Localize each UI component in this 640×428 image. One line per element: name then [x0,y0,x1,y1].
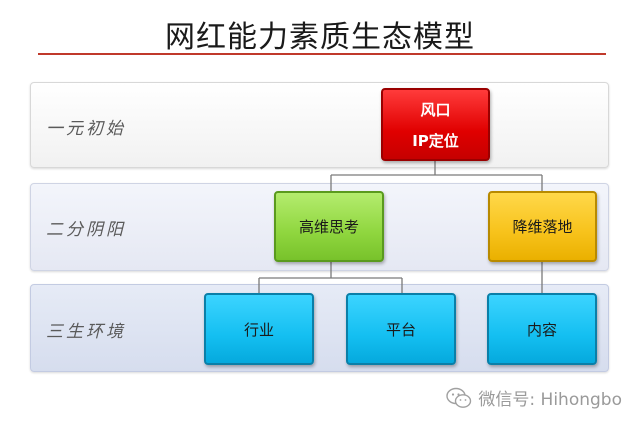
platform-node-label: 平台 [385,320,416,339]
level-band-1 [30,82,609,168]
root-node-line1: 风口 [420,100,451,119]
level-label-1: 一元初始 [46,119,126,139]
level-label-3: 三生环境 [46,322,126,342]
content-node-label: 内容 [526,320,557,339]
root-node: 风口 IP定位 [381,88,490,161]
wechat-icon [446,387,472,408]
level-label-2: 二分阴阳 [46,220,126,240]
industry-node-label: 行业 [243,320,274,339]
industry-node: 行业 [204,293,314,365]
content-node: 内容 [487,293,597,365]
watermark: 微信号: Hihongbo [446,385,622,410]
title-divider [38,53,606,55]
watermark-text: 微信号: Hihongbo [478,390,622,410]
right-node-label: 降维落地 [512,218,573,236]
right-node: 降维落地 [488,191,597,262]
page-title: 网红能力素质生态模型 [165,20,475,55]
left-node: 高维思考 [274,191,384,262]
left-node-label: 高维思考 [298,218,359,236]
root-node-line2: IP定位 [412,131,459,150]
platform-node: 平台 [346,293,456,365]
